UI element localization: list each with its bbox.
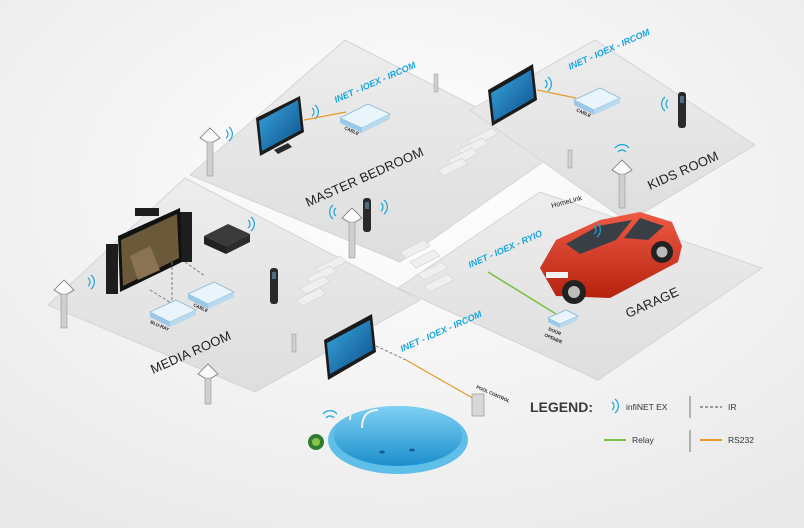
pool-floating-device <box>308 434 324 450</box>
access-point-lamp-media-left <box>53 279 75 329</box>
legend-title: LEGEND: <box>530 399 593 415</box>
wifi-icon <box>380 199 388 215</box>
stairs-master <box>437 127 499 177</box>
legend-relay: Relay <box>632 435 654 445</box>
car <box>540 212 682 304</box>
wifi-icon <box>247 216 255 232</box>
cable-label-kids: CABLE <box>576 107 592 118</box>
wifi-icon <box>661 96 669 112</box>
home-theater-tv <box>106 208 192 294</box>
wifi-icon <box>614 144 630 153</box>
bluray-player: BLU-RAY <box>149 299 197 332</box>
cable-label-media: CABLE <box>193 302 209 313</box>
cable-box-kids-room: CABLE <box>573 87 621 118</box>
sensor-post <box>567 149 573 169</box>
tv-kids-room <box>488 64 537 126</box>
legend-wifi-icon <box>611 398 619 414</box>
ir-line <box>375 345 407 361</box>
access-point-lamp-kids <box>611 159 633 209</box>
access-point-lamp-master <box>341 207 363 259</box>
tv-master-bedroom <box>256 96 304 156</box>
remote-control-master <box>363 198 371 232</box>
wifi-icon <box>544 76 552 92</box>
legend-ir: IR <box>728 402 737 412</box>
tv-pool <box>324 314 376 380</box>
legend-infinet: infiNET EX <box>626 402 668 412</box>
access-point-lamp-master-lower <box>199 127 221 177</box>
wifi-icon <box>87 274 95 290</box>
rs232-line <box>405 359 477 401</box>
wifi-icon <box>322 410 338 419</box>
av-receiver <box>204 224 250 254</box>
rs232-line <box>303 111 347 121</box>
legend-rs232: RS232 <box>728 435 754 445</box>
floor-kids-room <box>469 39 756 223</box>
door-opener-label-line1: DOOR <box>548 326 563 336</box>
cable-box-media-room: CABLE <box>187 281 235 313</box>
remote-control-kids <box>678 92 686 128</box>
stairs-garage <box>399 239 455 293</box>
swimming-pool <box>328 401 468 474</box>
cable-box-master-bedroom: CABLE <box>339 103 391 136</box>
access-point-lamp-media-bottom <box>197 363 219 405</box>
sensor-post <box>291 333 297 353</box>
legend: LEGEND: infiNET EX IR Relay RS232 <box>530 396 754 452</box>
stairs-media <box>295 255 347 307</box>
wifi-icon <box>225 126 233 142</box>
wifi-icon <box>593 222 601 238</box>
remote-control-media <box>270 268 278 304</box>
relay-line <box>487 271 557 315</box>
sensor-post <box>433 73 439 93</box>
cable-label-master: CABLE <box>344 125 360 136</box>
rs232-line <box>536 89 577 99</box>
wifi-icon <box>329 204 337 220</box>
